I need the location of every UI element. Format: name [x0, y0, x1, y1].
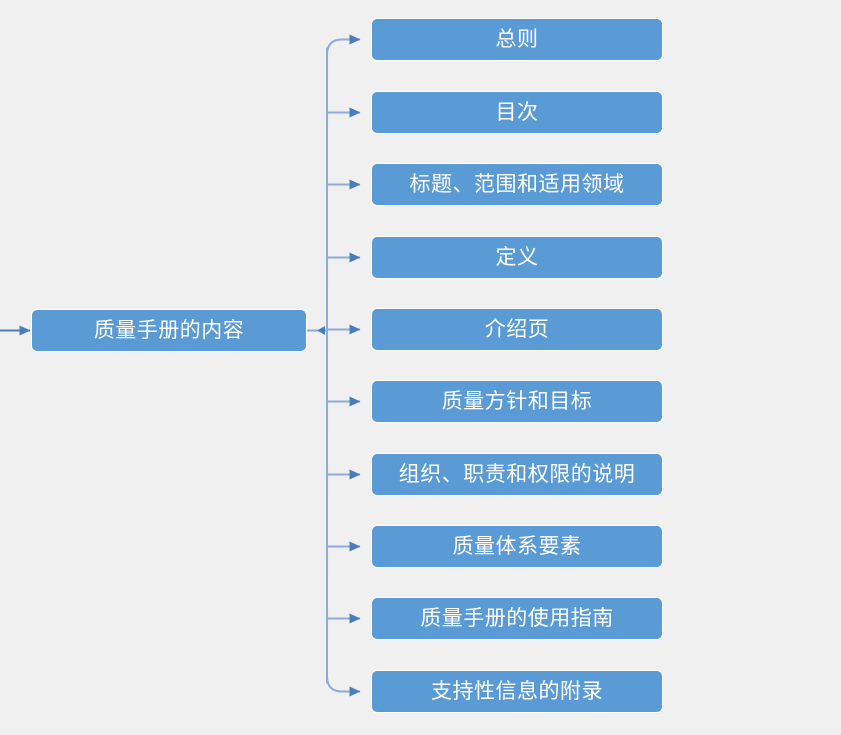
junction-arrow [317, 326, 325, 335]
child-node-5[interactable]: 介绍页 [371, 308, 663, 351]
child-node-8[interactable]: 质量体系要素 [371, 525, 663, 568]
child-node-label: 标题、范围和适用领域 [409, 172, 625, 196]
child-node-9[interactable]: 质量手册的使用指南 [371, 597, 663, 640]
child-node-10[interactable]: 支持性信息的附录 [371, 670, 663, 713]
child-node-2[interactable]: 目次 [371, 91, 663, 134]
child-node-label: 质量手册的使用指南 [420, 606, 614, 630]
child-node-3[interactable]: 标题、范围和适用领域 [371, 163, 663, 206]
child-node-label: 总则 [495, 27, 539, 51]
root-node-label: 质量手册的内容 [93, 318, 245, 342]
root-node[interactable]: 质量手册的内容 [31, 309, 307, 352]
child-node-label: 目次 [495, 100, 539, 124]
child-node-1[interactable]: 总则 [371, 18, 663, 61]
child-node-label: 定义 [495, 245, 539, 269]
child-node-label: 质量体系要素 [452, 534, 582, 558]
child-node-4[interactable]: 定义 [371, 236, 663, 279]
child-node-7[interactable]: 组织、职责和权限的说明 [371, 453, 663, 496]
child-node-label: 质量方针和目标 [441, 389, 593, 413]
child-node-label: 组织、职责和权限的说明 [398, 462, 636, 486]
branch-line-1 [326, 34, 361, 56]
child-node-label: 支持性信息的附录 [431, 679, 603, 703]
child-node-label: 介绍页 [484, 317, 550, 341]
branch-line-10 [326, 675, 361, 697]
child-node-6[interactable]: 质量方针和目标 [371, 380, 663, 423]
